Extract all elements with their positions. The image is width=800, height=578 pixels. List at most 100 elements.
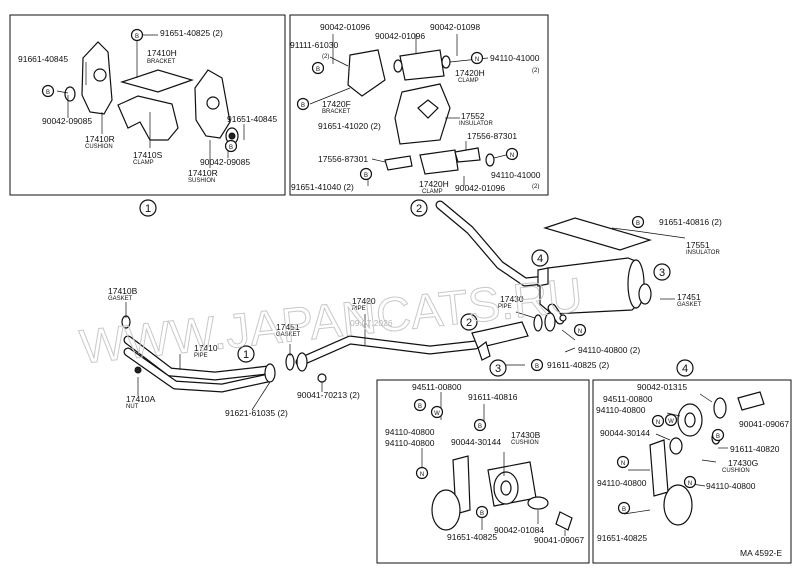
callout-label: 90042-01096 <box>455 183 505 193</box>
svg-text:B: B <box>46 90 50 96</box>
callout-label: 17451 <box>276 322 300 332</box>
callout-label: 90044-30144 <box>600 428 650 438</box>
group-4-leaders <box>623 393 728 515</box>
svg-text:B: B <box>716 434 720 440</box>
callout-label: 91651-40825 (2) <box>160 28 223 38</box>
nut-17410a <box>134 366 142 374</box>
clamp-17420h-upper <box>399 49 445 81</box>
watermark: WWW.JAPANCATS.RU <box>77 269 585 374</box>
callout-label: 90041-09067 <box>534 535 584 545</box>
bolt-symbol: B <box>473 418 487 432</box>
svg-text:W: W <box>434 411 440 417</box>
svg-text:N: N <box>621 461 625 467</box>
flange-front <box>264 363 276 383</box>
svg-text:1: 1 <box>145 203 151 215</box>
group-3-parts <box>431 455 573 531</box>
svg-text:B: B <box>301 103 305 109</box>
nut-symbol: N <box>683 475 697 489</box>
watermark-date: 09.07.2026 <box>350 318 393 328</box>
callout-label: CLAMP <box>422 189 443 195</box>
plate-17556-left <box>384 155 413 171</box>
nut-symbol: N <box>616 455 630 469</box>
bolt-symbol: B <box>617 501 631 515</box>
callout-label: 91661-40845 <box>18 54 68 64</box>
callout-label: 94110-40800 (2) <box>578 345 640 355</box>
callout-label: 90042-01315 <box>637 382 687 392</box>
callout-label: CUSHION <box>511 440 539 446</box>
bolt-symbol: B <box>224 139 238 153</box>
callout-label: 90041-70213 (2) <box>297 390 360 400</box>
insulator-17552 <box>394 83 451 145</box>
callout-label: 91651-40845 <box>227 114 277 124</box>
svg-text:B: B <box>364 173 368 179</box>
callout-label: PIPE <box>194 353 208 359</box>
svg-text:3: 3 <box>659 267 665 279</box>
svg-text:B: B <box>478 424 482 430</box>
svg-text:4: 4 <box>537 253 543 265</box>
callout-label: 17410R <box>188 168 218 178</box>
bolt-symbol: B <box>711 428 725 442</box>
svg-text:2: 2 <box>416 203 422 215</box>
washer-symbol: W <box>664 413 678 427</box>
callout-label: 17556-87301 <box>467 131 517 141</box>
group-number-2: 2 <box>410 199 428 217</box>
callout-label: 91611-40816 <box>468 392 518 402</box>
svg-text:B: B <box>636 221 640 227</box>
svg-text:B: B <box>135 34 139 40</box>
callout-label: 94110-41000 <box>491 170 541 180</box>
callout-label: 94110-41000 <box>490 53 540 63</box>
nut-symbol: N <box>505 147 519 161</box>
hanger-bracket-4 <box>649 439 669 497</box>
washer-left <box>64 86 76 102</box>
gasket-17451-rear <box>533 314 543 332</box>
part-callouts: 91651-40825 (2)17410HBRACKET91661-408459… <box>18 22 789 545</box>
clamp-17410s <box>117 95 179 141</box>
callout-label: 91651-40816 (2) <box>659 217 722 227</box>
callout-label: 17552 <box>461 111 485 121</box>
callout-label: 94110-40800 <box>385 438 435 448</box>
callout-label: 94110-40800 <box>596 405 646 415</box>
callout-label: PIPE <box>498 304 512 310</box>
callout-label: 17430B <box>511 430 541 440</box>
callout-label: 90042-01096 <box>375 31 425 41</box>
gasket-17451-front <box>285 353 295 371</box>
svg-text:W: W <box>668 419 674 425</box>
callout-label: CLAMP <box>133 160 154 166</box>
plate-17556-right <box>454 147 481 163</box>
callout-label: 90042-01084 <box>494 525 544 535</box>
group-4-parts <box>649 391 765 526</box>
callout-label: GASKET <box>276 332 301 338</box>
callout-label: 17420H <box>419 179 449 189</box>
bolt-symbol: B <box>296 97 310 111</box>
muffler-hanger <box>537 267 549 287</box>
svg-text:1: 1 <box>243 349 249 361</box>
callout-label: (2) <box>532 68 539 74</box>
callout-label: 90042-01096 <box>320 22 370 32</box>
group-1-parts <box>64 41 239 145</box>
callout-label: 17551 <box>686 240 710 250</box>
bolt-symbol: B <box>130 28 144 42</box>
insulator-17551 <box>542 217 653 251</box>
group-number-4-main: 4 <box>531 249 549 267</box>
nut-symbol: N <box>573 323 587 337</box>
callout-label: (2) <box>322 54 329 60</box>
bolt-symbol: B <box>475 505 489 519</box>
group-number-3-main: 3 <box>653 263 671 281</box>
callout-label: 91111-61030 <box>290 40 338 50</box>
callout-label: CUSHION <box>722 468 750 474</box>
callout-label: PIPE <box>352 306 366 312</box>
callout-label: GASKET <box>108 296 133 302</box>
callout-label: 17410B <box>108 286 138 296</box>
callout-label: 17410R <box>85 134 115 144</box>
svg-text:N: N <box>578 329 582 335</box>
callout-label: INSULATOR <box>686 250 720 256</box>
callout-label: 91621-61035 (2) <box>225 408 288 418</box>
callout-label: 90041-09067 <box>739 419 789 429</box>
svg-text:B: B <box>418 404 422 410</box>
callout-label: 17420H <box>455 68 485 78</box>
group-number-1-main: 1 <box>237 345 255 363</box>
callout-label: 91651-41040 (2) <box>291 182 354 192</box>
callout-label: 94511-00800 <box>412 382 462 392</box>
